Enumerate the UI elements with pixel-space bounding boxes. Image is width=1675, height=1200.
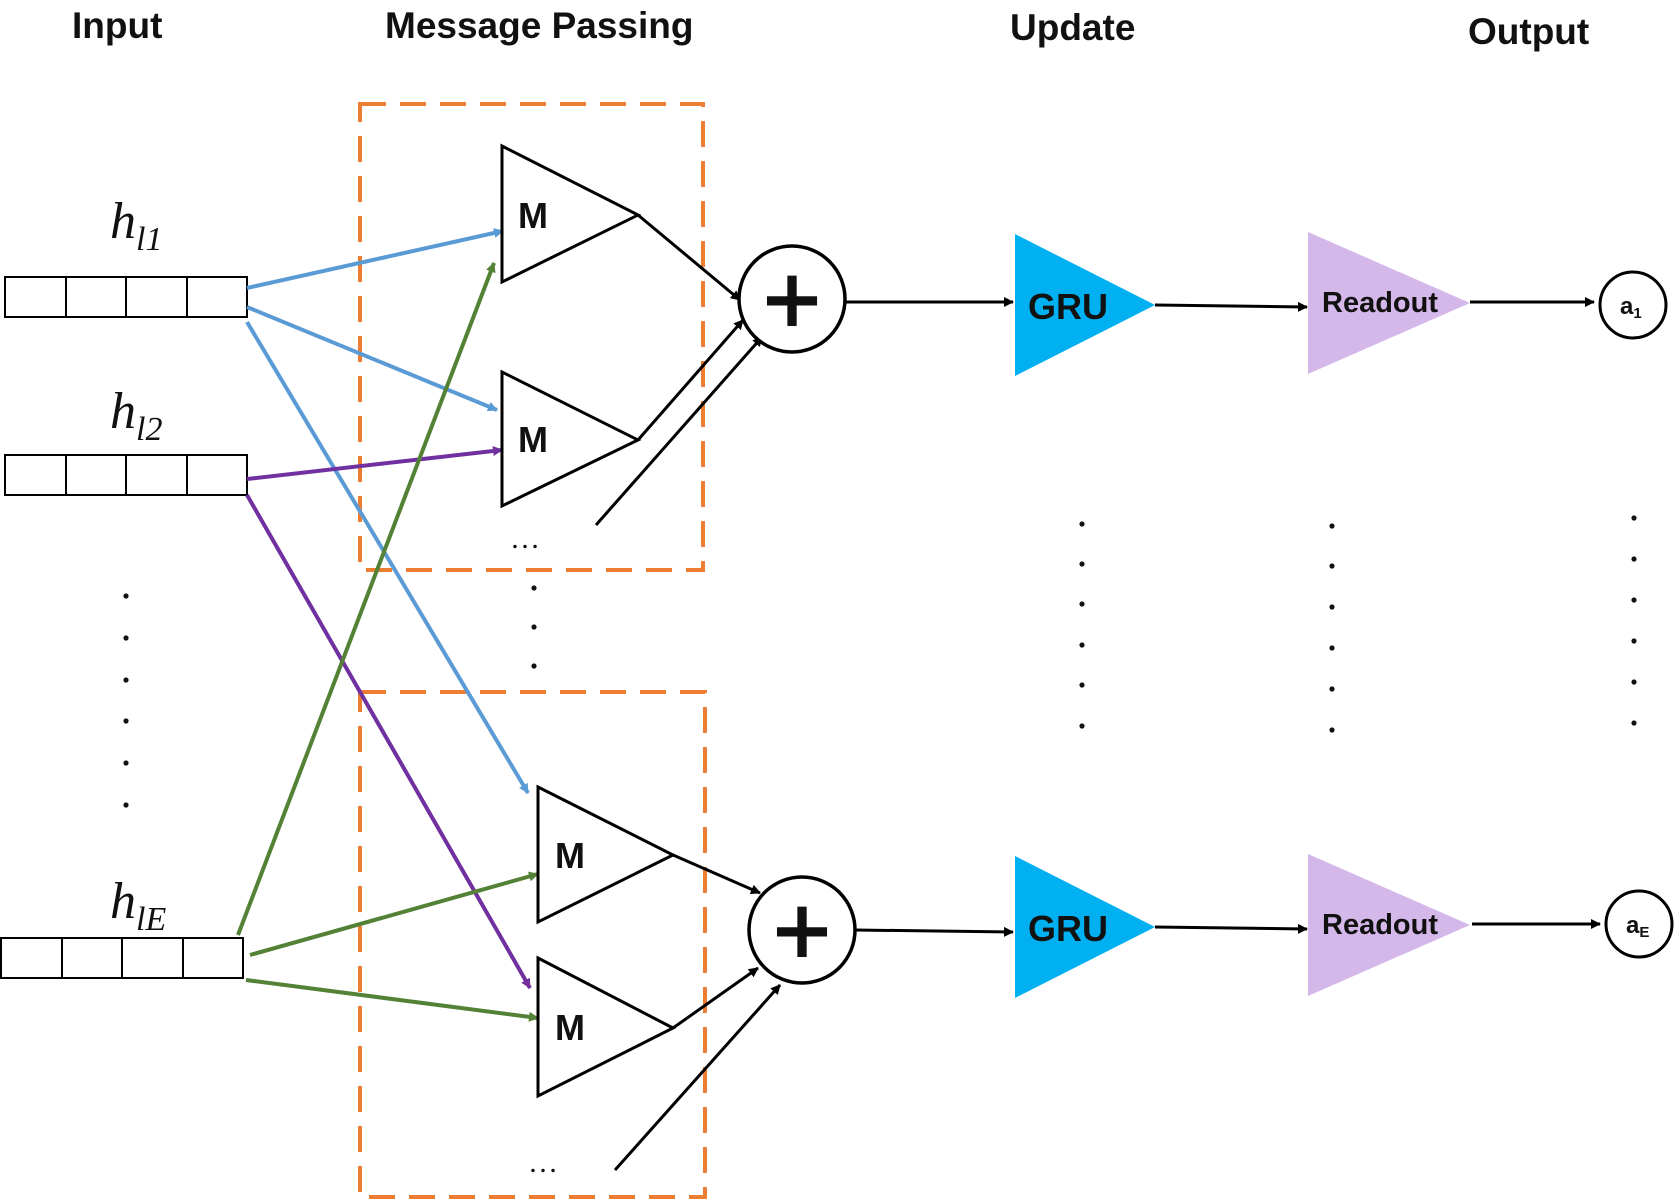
edge-blue-3 (245, 320, 530, 795)
message-label: M (555, 1007, 585, 1048)
sum-node-2: + (747, 875, 857, 985)
message-function-3: M (536, 784, 677, 925)
edge-gru1-to-readout1 (1154, 301, 1308, 312)
output-node-1: a1 (1598, 270, 1668, 340)
readout-vertical-ellipsis (1329, 523, 1335, 733)
edge-blue-1 (246, 228, 504, 290)
sum-symbol: + (768, 883, 835, 976)
message-vertical-ellipsis (531, 585, 537, 669)
input-vector-2 (4, 454, 248, 496)
output-node-2: aE (1604, 889, 1674, 959)
edge-green-2 (249, 871, 539, 957)
input-label-1: hl1 (110, 193, 162, 258)
readout-block-2: Readout (1308, 854, 1470, 996)
edge-green-3 (245, 978, 539, 1022)
edge-sum2-to-gru2 (854, 926, 1014, 937)
edge-gru2-to-readout2 (1154, 923, 1308, 934)
header-message-passing: Message Passing (385, 5, 693, 46)
output-label-E: aE (1626, 912, 1649, 941)
message-function-2: M (500, 369, 642, 509)
gru-label: GRU (1028, 908, 1108, 949)
edge-m3-to-sum2 (672, 853, 761, 895)
sum-symbol: + (758, 252, 825, 345)
message-label: M (518, 419, 548, 460)
header-update: Update (1010, 7, 1135, 48)
input-label-2: hl2 (110, 383, 162, 448)
input-vertical-ellipsis (123, 593, 129, 808)
edge-green-1 (236, 262, 496, 936)
message-passing-box-bottom (358, 690, 707, 1199)
input-vector-1 (4, 276, 248, 318)
edge-purple-1 (246, 446, 503, 481)
edge-purple-2 (245, 494, 532, 989)
update-vertical-ellipsis (1079, 521, 1085, 729)
gru-block-2: GRU (1015, 856, 1155, 998)
header-input: Input (72, 5, 162, 46)
header-output: Output (1468, 11, 1589, 52)
edge-m2-to-sum1 (636, 319, 745, 441)
message-label: M (518, 195, 548, 236)
edge-m4-to-sum2 (672, 966, 759, 1030)
edge-more-to-sum2 (613, 984, 782, 1171)
output-vertical-ellipsis (1631, 515, 1637, 726)
readout-block-1: Readout (1308, 232, 1470, 374)
edge-more-to-sum1 (594, 336, 764, 526)
readout-label: Readout (1322, 909, 1438, 941)
edge-blue-2 (246, 305, 498, 412)
edge-m1-to-sum1 (637, 213, 741, 302)
output-label-1: a1 (1620, 293, 1642, 322)
ellipsis-bottom: … (528, 1146, 558, 1179)
message-function-1: M (500, 143, 642, 285)
input-vector-E (0, 937, 244, 979)
gru-label: GRU (1028, 286, 1108, 327)
gru-block-1: GRU (1015, 234, 1155, 376)
message-passing-box-top (358, 102, 705, 572)
input-label-E: hlE (110, 873, 166, 938)
ellipsis-top: … (510, 522, 540, 555)
sum-node-1: + (737, 244, 847, 354)
message-label: M (555, 835, 585, 876)
message-function-4: M (536, 955, 677, 1099)
readout-label: Readout (1322, 287, 1438, 319)
